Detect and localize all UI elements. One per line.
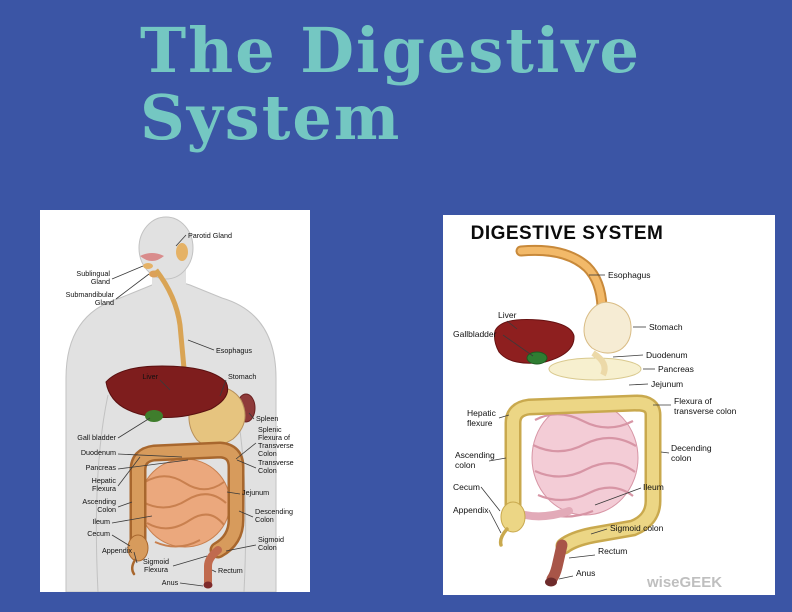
- anus-shape: [203, 581, 213, 589]
- mouth-shape: [140, 253, 164, 261]
- label-pancreas: Pancreas: [658, 364, 694, 374]
- appendix-shape: [131, 558, 137, 576]
- label-duodenum: Duodenum: [646, 350, 688, 360]
- label-ileum: Ileum: [643, 482, 664, 492]
- rectum-shape: [204, 546, 222, 586]
- ileum-shape: [521, 507, 573, 521]
- anatomy-diagram-left: Parotid Gland Sublingual Gland Submandib…: [40, 210, 310, 592]
- esophagus-shape: [515, 244, 608, 313]
- label-ascending-colon: Ascending: [82, 497, 116, 506]
- svg-text:Colon: Colon: [97, 505, 116, 514]
- liver-shape: [105, 365, 229, 418]
- svg-text:colon: colon: [671, 453, 692, 463]
- label-pancreas: Pancreas: [86, 463, 117, 472]
- head-shape: [138, 216, 194, 280]
- svg-text:Flexura: Flexura: [144, 565, 168, 574]
- label-appendix: Appendix: [102, 546, 132, 555]
- label-flexura-transverse: Flexura of: [674, 396, 712, 406]
- anatomy-diagram-right: DIGESTIVE SYSTEM: [443, 215, 775, 595]
- svg-text:Colon: Colon: [255, 515, 274, 524]
- label-submandibular-gland: Submandibular: [66, 290, 115, 299]
- label-anus: Anus: [576, 568, 595, 578]
- title-line-1: The Digestive: [140, 14, 641, 87]
- label-jejunum: Jejunum: [242, 488, 269, 497]
- svg-text:Colon: Colon: [258, 449, 277, 458]
- label-esophagus: Esophagus: [608, 270, 651, 280]
- duodenum-shape: [591, 350, 608, 377]
- label-rectum: Rectum: [598, 546, 627, 556]
- right-diagram-title: DIGESTIVE SYSTEM: [471, 223, 664, 244]
- cecum-shape: [127, 534, 149, 562]
- label-pointer-lines: [480, 274, 671, 580]
- svg-text:colon: colon: [455, 460, 476, 470]
- svg-text:Gland: Gland: [95, 298, 114, 307]
- label-jejunum: Jejunum: [651, 379, 683, 389]
- label-decending-colon: Decending: [671, 443, 712, 453]
- small-intestine-shape: [521, 400, 639, 521]
- parotid-gland-shape: [176, 243, 188, 261]
- label-pointer-lines: [111, 234, 257, 587]
- label-splenic-flexura: Splenic: [258, 425, 282, 434]
- label-sigmoid-flexura: Sigmoid: [143, 557, 169, 566]
- cecum-shape: [500, 501, 526, 533]
- stomach-shape: [583, 301, 632, 354]
- left-digestive-svg: Parotid Gland Sublingual Gland Submandib…: [40, 210, 310, 592]
- right-diagram-labels: Esophagus Stomach Liver Gallbladder Duod…: [453, 270, 737, 591]
- gallbladder-shape: [145, 410, 163, 422]
- svg-text:transverse colon: transverse colon: [674, 406, 737, 416]
- svg-text:Flexura of: Flexura of: [258, 433, 290, 442]
- label-liver: Liver: [142, 372, 158, 381]
- label-cecum: Cecum: [87, 529, 110, 538]
- label-appendix: Appendix: [453, 505, 489, 515]
- svg-text:Colon: Colon: [258, 466, 277, 475]
- liver-shape: [494, 319, 575, 364]
- label-sublingual-gland: Sublingual: [76, 269, 110, 278]
- left-diagram-labels: Parotid Gland Sublingual Gland Submandib…: [66, 231, 294, 587]
- label-rectum: Rectum: [218, 566, 243, 575]
- svg-text:flexure: flexure: [467, 418, 493, 428]
- label-stomach: Stomach: [228, 372, 256, 381]
- label-parotid-gland: Parotid Gland: [188, 231, 232, 240]
- pancreas-shape: [548, 357, 642, 381]
- label-liver: Liver: [498, 310, 517, 320]
- label-ileum: Ileum: [92, 517, 110, 526]
- label-ascending-colon: Ascending: [455, 450, 495, 460]
- svg-text:Gland: Gland: [91, 277, 110, 286]
- label-transverse-colon: Transverse: [258, 458, 294, 467]
- label-gall-bladder: Gall bladder: [77, 433, 116, 442]
- label-duodenum: Duodenum: [81, 448, 116, 457]
- anus-shape: [545, 577, 557, 587]
- label-stomach: Stomach: [649, 322, 683, 332]
- svg-text:Colon: Colon: [258, 543, 277, 552]
- label-sigmoid-colon: Sigmoid: [258, 535, 284, 544]
- page-title: The Digestive System: [140, 14, 641, 154]
- appendix-shape: [498, 527, 509, 547]
- label-cecum: Cecum: [453, 482, 480, 492]
- svg-text:Flexura: Flexura: [92, 484, 116, 493]
- label-hepatic-flexura: Hepatic: [92, 476, 117, 485]
- label-anus: Anus: [162, 578, 179, 587]
- wisegeek-watermark: wiseGEEK: [646, 574, 722, 591]
- svg-text:Transverse: Transverse: [258, 441, 294, 450]
- sublingual-gland-shape: [143, 263, 153, 269]
- small-intestine-shape: [139, 458, 231, 548]
- colon-shape: [498, 394, 662, 555]
- colon-shape: [127, 441, 245, 576]
- label-sigmoid-colon: Sigmoid colon: [610, 523, 664, 533]
- esophagus-shape: [154, 268, 189, 391]
- label-gallbladder: Gallbladder: [453, 329, 497, 339]
- label-hepatic-flexure: Hepatic: [467, 408, 497, 418]
- right-digestive-svg: DIGESTIVE SYSTEM: [443, 215, 775, 595]
- title-line-2: System: [140, 80, 402, 154]
- label-esophagus: Esophagus: [216, 346, 252, 355]
- label-spleen: Spleen: [256, 414, 278, 423]
- label-descending-colon: Descending: [255, 507, 293, 516]
